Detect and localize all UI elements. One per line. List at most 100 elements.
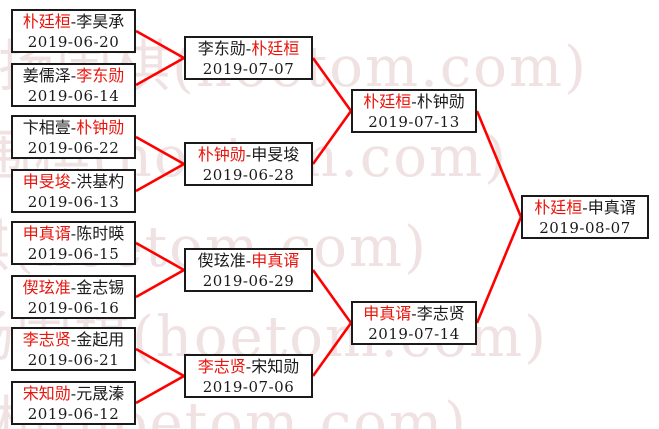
connector-line	[135, 29, 185, 60]
connector-line	[311, 57, 353, 112]
match-date: 2019-06-14	[27, 87, 120, 105]
match-players: 朴钟勋-申旻埈	[186, 145, 311, 165]
player-left: 卞相壹	[22, 118, 71, 137]
dash: -	[245, 145, 252, 164]
player-left: 朴廷桓	[534, 198, 583, 217]
connector-line	[475, 110, 523, 218]
dash: -	[245, 251, 252, 270]
player-left: 朴钟勋	[197, 145, 246, 164]
match-date: 2019-06-28	[202, 166, 295, 184]
dash: -	[70, 172, 77, 191]
player-left: 朴廷桓	[363, 92, 412, 111]
match-players: 李志贤-宋知勋	[186, 357, 311, 377]
player-right: 申真谞	[251, 251, 300, 270]
match-box-sf-2: 申真谞-李志贤 2019-07-14	[351, 301, 477, 345]
dash: -	[245, 39, 252, 58]
player-right: 朴钟勋	[416, 92, 465, 111]
player-left: 宋知勋	[22, 384, 71, 403]
match-date: 2019-06-13	[27, 193, 120, 211]
connector-line	[135, 374, 185, 405]
player-right: 李昊承	[76, 12, 125, 31]
player-left: 申真谞	[363, 304, 412, 323]
dash: -	[582, 198, 588, 217]
match-date: 2019-06-15	[27, 245, 120, 263]
match-players: 朴廷桓-李昊承	[13, 12, 134, 32]
dash: -	[70, 384, 77, 403]
match-date: 2019-08-07	[539, 219, 631, 237]
dash: -	[70, 12, 77, 31]
match-players: 宋知勋-元晟溱	[13, 384, 134, 404]
player-right: 朴钟勋	[76, 118, 125, 137]
match-box-final: 朴廷桓-申真谞 2019-08-07	[521, 195, 649, 239]
connector-lines	[135, 29, 523, 405]
player-right: 朴廷桓	[251, 39, 300, 58]
connector-line	[475, 216, 523, 324]
player-right: 申真谞	[587, 198, 636, 217]
match-box-r2-1: 李东勋-朴廷桓 2019-07-07	[184, 36, 313, 80]
match-players: 偰玹准-金志锡	[13, 278, 134, 298]
match-players: 李志贤-金起用	[13, 330, 134, 350]
player-right: 洪基杓	[76, 172, 125, 191]
match-date: 2019-07-06	[202, 378, 295, 396]
connector-line	[311, 269, 353, 324]
player-left: 朴廷桓	[22, 12, 71, 31]
match-date: 2019-07-13	[368, 113, 460, 131]
player-right: 李志贤	[416, 304, 465, 323]
player-left: 申真谞	[22, 224, 71, 243]
dash: -	[411, 304, 417, 323]
player-right: 李东勋	[76, 66, 125, 85]
match-players: 申真谞-李志贤	[353, 304, 475, 324]
player-left: 李志贤	[22, 330, 71, 349]
connector-line	[135, 162, 185, 193]
match-box-r2-2: 朴钟勋-申旻埈 2019-06-28	[184, 142, 313, 186]
match-box-r2-4: 李志贤-宋知勋 2019-07-06	[184, 354, 313, 398]
match-players: 申真谞-陈时暎	[13, 224, 134, 244]
match-box-r1-5: 申真谞-陈时暎 2019-06-15	[11, 221, 136, 265]
dash: -	[70, 330, 77, 349]
connector-line	[135, 347, 185, 378]
connector-line	[135, 241, 185, 272]
match-box-r1-8: 宋知勋-元晟溱 2019-06-12	[11, 381, 136, 425]
match-box-r1-1: 朴廷桓-李昊承 2019-06-20	[11, 9, 136, 53]
match-players: 姜儒泽-李东勋	[13, 66, 134, 86]
dash: -	[70, 278, 77, 297]
player-left: 李东勋	[197, 39, 246, 58]
connector-line	[135, 56, 185, 87]
player-right: 宋知勋	[251, 357, 300, 376]
match-date: 2019-07-07	[202, 60, 295, 78]
match-players: 朴廷桓-朴钟勋	[353, 92, 475, 112]
connector-line	[135, 268, 185, 299]
match-box-r1-7: 李志贤-金起用 2019-06-21	[11, 327, 136, 371]
match-date: 2019-06-12	[27, 405, 120, 423]
connector-line	[135, 135, 185, 166]
player-left: 姜儒泽	[22, 66, 71, 85]
connector-line	[311, 322, 353, 377]
connector-line	[311, 110, 353, 165]
match-players: 申旻埈-洪基杓	[13, 172, 134, 192]
match-box-r1-3: 卞相壹-朴钟勋 2019-06-22	[11, 115, 136, 159]
dash: -	[411, 92, 417, 111]
dash: -	[245, 357, 252, 376]
match-box-r2-3: 偰玹准-申真谞 2019-06-29	[184, 248, 313, 292]
match-players: 卞相壹-朴钟勋	[13, 118, 134, 138]
match-players: 偰玹准-申真谞	[186, 251, 311, 271]
player-right: 金志锡	[76, 278, 125, 297]
match-players: 李东勋-朴廷桓	[186, 39, 311, 59]
match-date: 2019-06-21	[27, 351, 120, 369]
match-date: 2019-06-16	[27, 299, 120, 317]
match-box-r1-2: 姜儒泽-李东勋 2019-06-14	[11, 63, 136, 107]
match-box-r1-6: 偰玹准-金志锡 2019-06-16	[11, 275, 136, 319]
player-right: 陈时暎	[76, 224, 125, 243]
dash: -	[70, 66, 77, 85]
player-left: 申旻埈	[22, 172, 71, 191]
player-left: 偰玹准	[22, 278, 71, 297]
match-date: 2019-07-14	[368, 325, 460, 343]
player-right: 申旻埈	[251, 145, 300, 164]
match-date: 2019-06-22	[27, 139, 120, 157]
match-date: 2019-06-29	[202, 272, 295, 290]
player-left: 偰玹准	[197, 251, 246, 270]
dash: -	[70, 118, 77, 137]
dash: -	[70, 224, 77, 243]
